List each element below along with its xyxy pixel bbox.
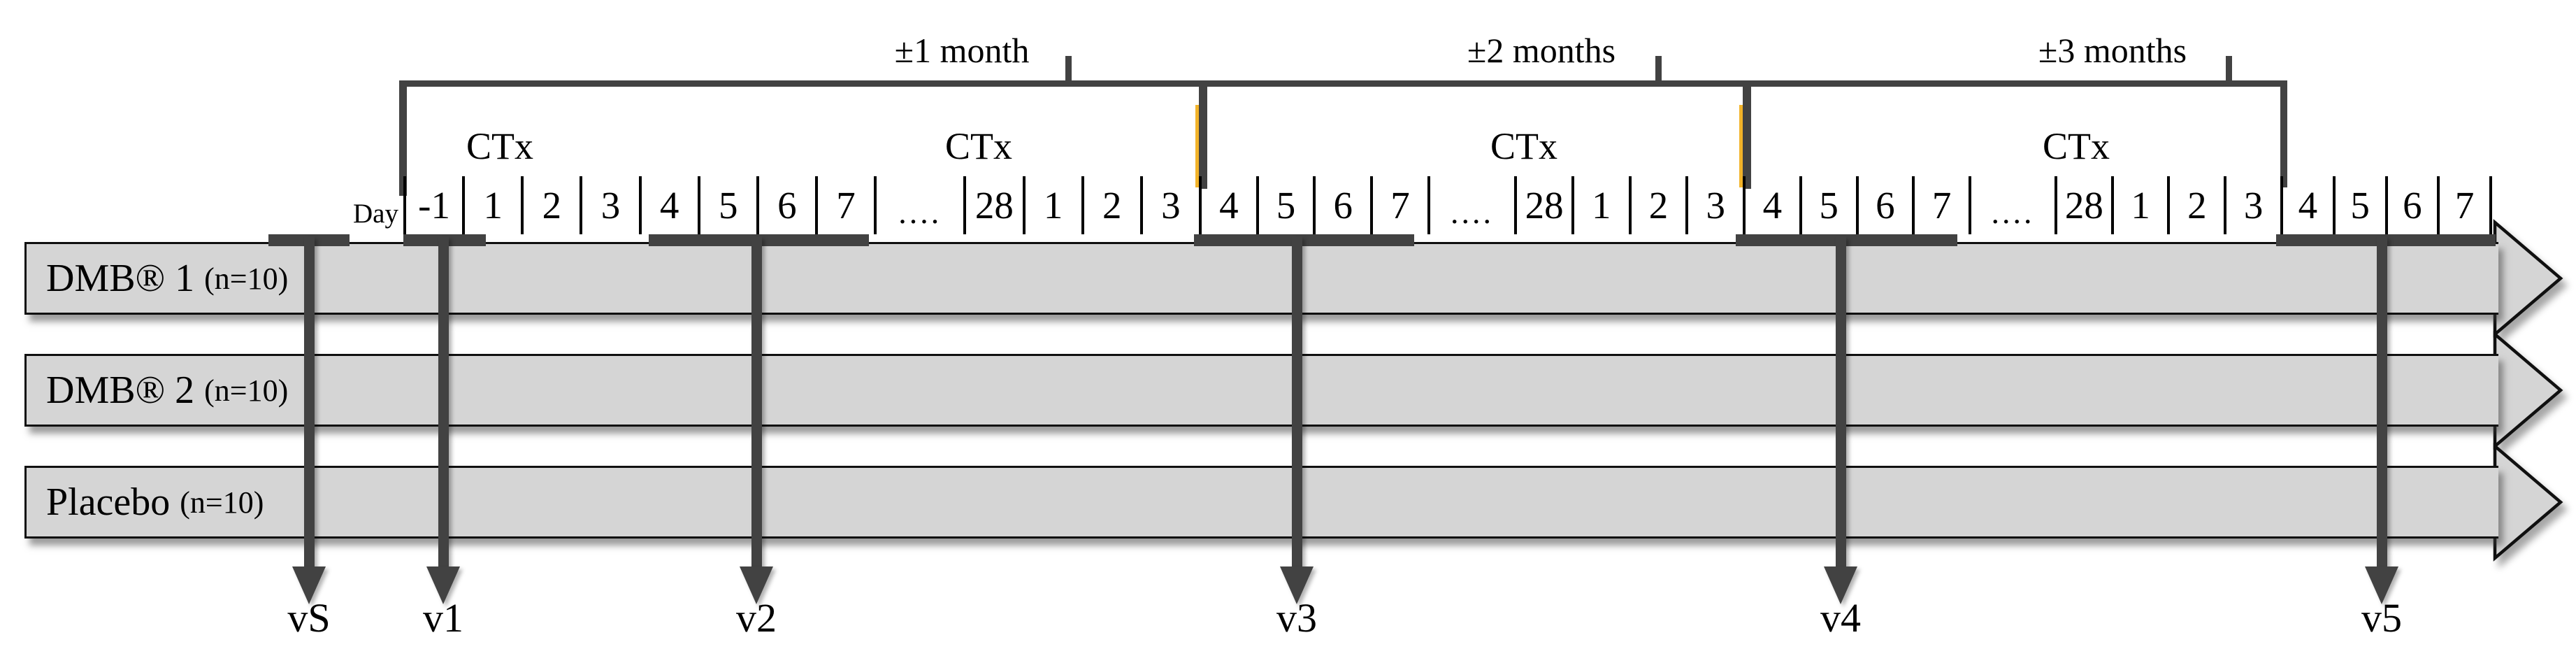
day-cell: 4 (2280, 176, 2333, 234)
visit-arrowhead-v1 (426, 566, 460, 604)
day-cell: 5 (2332, 176, 2385, 234)
arm-name: DMB® 1 (46, 257, 195, 300)
cycle-divider-1 (1199, 80, 1207, 189)
day-cell: 6 (2384, 176, 2438, 234)
visit-arrow-v5 (2377, 236, 2387, 568)
day-cell: 3 (2224, 176, 2280, 234)
visit-arrow-v1 (438, 236, 449, 568)
arm-sample-size: (n=10) (204, 373, 289, 408)
day-cell: 2 (1628, 176, 1686, 234)
arm-bar-placebo: Placebo (n=10) (24, 466, 2498, 539)
day-cell: 3 (1139, 176, 1199, 234)
day-axis-label: Day (353, 199, 398, 229)
arm-arrowhead-3 (2493, 443, 2563, 562)
ctx-label-2: CTx (944, 125, 1012, 167)
month-window-label-1: ±1 month (894, 31, 1030, 70)
day-cell: 3 (580, 176, 638, 234)
arm-name: DMB® 2 (46, 369, 195, 412)
day-cell: 4 (1199, 176, 1256, 234)
month-window-tick-3 (2226, 56, 2232, 81)
arm-bar-dmb1: DMB® 1 (n=10) (24, 242, 2498, 315)
arm-sample-size: (n=10) (180, 485, 264, 520)
month-window-label-3: ±3 months (2038, 31, 2187, 70)
dosing-cap-v4 (1736, 234, 1957, 246)
day-cell: 1 (1571, 176, 1629, 234)
day-cell: 1 (1022, 176, 1081, 234)
day-cell: 2 (521, 176, 580, 234)
day-cell: 5 (697, 176, 756, 234)
day-cell: 7 (814, 176, 874, 234)
day-cell: 5 (1255, 176, 1314, 234)
arm-arrowhead-1 (2493, 219, 2563, 338)
arm-arrowhead-2 (2493, 331, 2563, 450)
ctx-label-4: CTx (2042, 125, 2110, 167)
visit-arrow-v3 (1292, 236, 1302, 568)
cycle-divider-accent-2 (1739, 105, 1743, 187)
day-cell: 1 (462, 176, 521, 234)
month-window-tick-2 (1655, 56, 1662, 81)
day-cell-ellipsis: .... (874, 176, 963, 234)
day-cell: 28 (2054, 176, 2111, 234)
visit-arrowhead-v3 (1280, 566, 1314, 604)
day-cell: 6 (1855, 176, 1913, 234)
day-cell: -1 (403, 176, 462, 234)
ctx-label-3: CTx (1490, 125, 1557, 167)
arm-name: Placebo (46, 480, 171, 524)
day-cell: 7 (1912, 176, 1969, 234)
ctx-label-1: CTx (466, 125, 533, 167)
visit-arrowhead-v4 (1824, 566, 1857, 604)
month-bracket-line (399, 80, 2287, 87)
day-cell: 28 (963, 176, 1022, 234)
visit-arrow-v2 (751, 236, 762, 568)
day-cell: 28 (1514, 176, 1571, 234)
cycle-divider-accent-1 (1195, 105, 1199, 187)
cycle-divider-2 (1743, 80, 1751, 189)
visit-arrow-vS (304, 236, 315, 568)
arm-bar-dmb2: DMB® 2 (n=10) (24, 354, 2498, 427)
day-cell: 1 (2110, 176, 2168, 234)
day-cell: 6 (1313, 176, 1370, 234)
visit-arrowhead-v5 (2365, 566, 2398, 604)
day-cell: 4 (638, 176, 698, 234)
day-cell: 7 (2437, 176, 2492, 234)
day-cell: 5 (1799, 176, 1856, 234)
day-cell: 7 (1370, 176, 1427, 234)
day-cell: 4 (1743, 176, 1799, 234)
visit-arrowhead-v2 (740, 566, 773, 604)
visit-arrowhead-vS (292, 566, 326, 604)
day-cell-ellipsis: .... (1427, 176, 1514, 234)
month-window-tick-1 (1065, 56, 1072, 81)
day-cell: 2 (2167, 176, 2224, 234)
day-cell: 6 (756, 176, 815, 234)
day-cell: 3 (1685, 176, 1743, 234)
dosing-cap-v3 (1194, 234, 1414, 246)
month-window-label-2: ±2 months (1467, 31, 1616, 70)
bracket-left-edge (399, 80, 407, 196)
visit-arrow-v4 (1836, 236, 1846, 568)
arm-sample-size: (n=10) (204, 261, 289, 296)
day-cell-ellipsis: .... (1969, 176, 2055, 234)
bracket-right-edge (2280, 80, 2287, 187)
day-cell: 2 (1081, 176, 1140, 234)
